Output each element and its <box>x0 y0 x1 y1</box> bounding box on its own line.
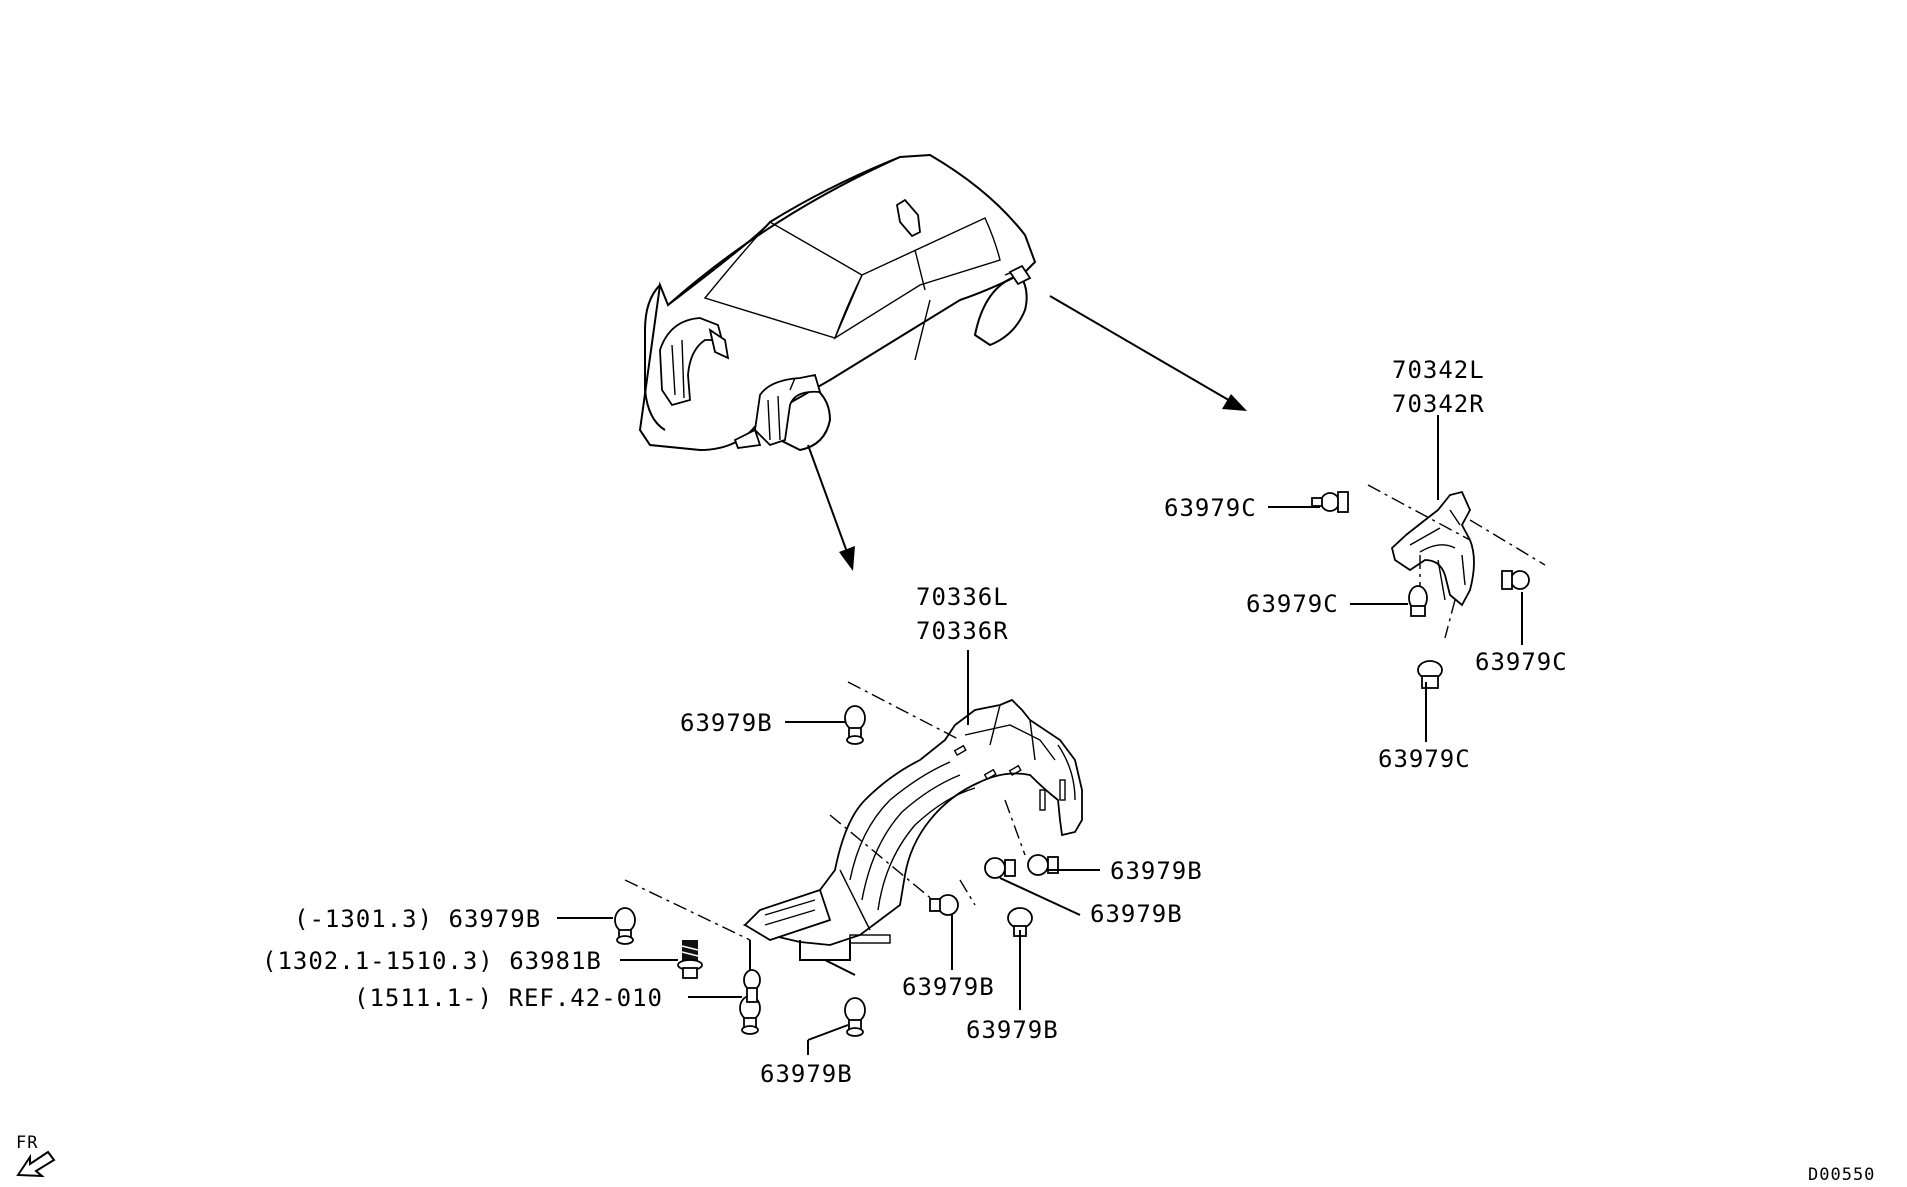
rear-fender-liner-icon <box>1390 490 1475 607</box>
orientation-label: FR <box>16 1133 38 1153</box>
rear-clip-label-4: 63979C <box>1378 745 1471 773</box>
rear-clip-label-2: 63979C <box>1246 590 1339 618</box>
diagram-code: D00550 <box>1808 1165 1875 1185</box>
front-clip-right-label-2: 63979B <box>1090 900 1183 928</box>
car-far-liner-detail <box>659 317 730 407</box>
front-liner-right-label: 70336R <box>916 617 1009 645</box>
ref-clip-icon <box>743 969 761 1003</box>
clip-icon <box>1311 491 1530 689</box>
front-liner-left-label: 70336L <box>916 583 1009 611</box>
car-to-front-arrow <box>807 444 855 571</box>
front-direction-arrow-icon: FR <box>16 1133 56 1178</box>
front-screw-label: (1302.1-1510.3) 63981B <box>262 947 602 975</box>
front-fender-liner-icon <box>742 698 1083 946</box>
screw-icon <box>677 940 703 979</box>
rear-liner-left-label: 70342L <box>1392 356 1485 384</box>
front-clip-top-label: 63979B <box>680 709 773 737</box>
front-clip-left-label: (-1301.3) 63979B <box>294 905 541 933</box>
front-clip-bottom-label-2: 63979B <box>966 1016 1059 1044</box>
car-to-rear-arrow <box>1049 295 1247 411</box>
car-body-icon <box>638 153 1037 452</box>
rear-liner-right-label: 70342R <box>1392 390 1485 418</box>
front-clip-right-label-1: 63979B <box>1110 857 1203 885</box>
car-front-liner-detail <box>733 373 822 449</box>
front-clip-bottom-label-3: 63979B <box>760 1060 853 1088</box>
front-ref-label: (1511.1-) REF.42-010 <box>354 984 663 1012</box>
rear-clip-label-1: 63979C <box>1164 494 1257 522</box>
front-clip-bottom-label-1: 63979B <box>902 973 995 1001</box>
rear-clip-label-3: 63979C <box>1475 648 1568 676</box>
